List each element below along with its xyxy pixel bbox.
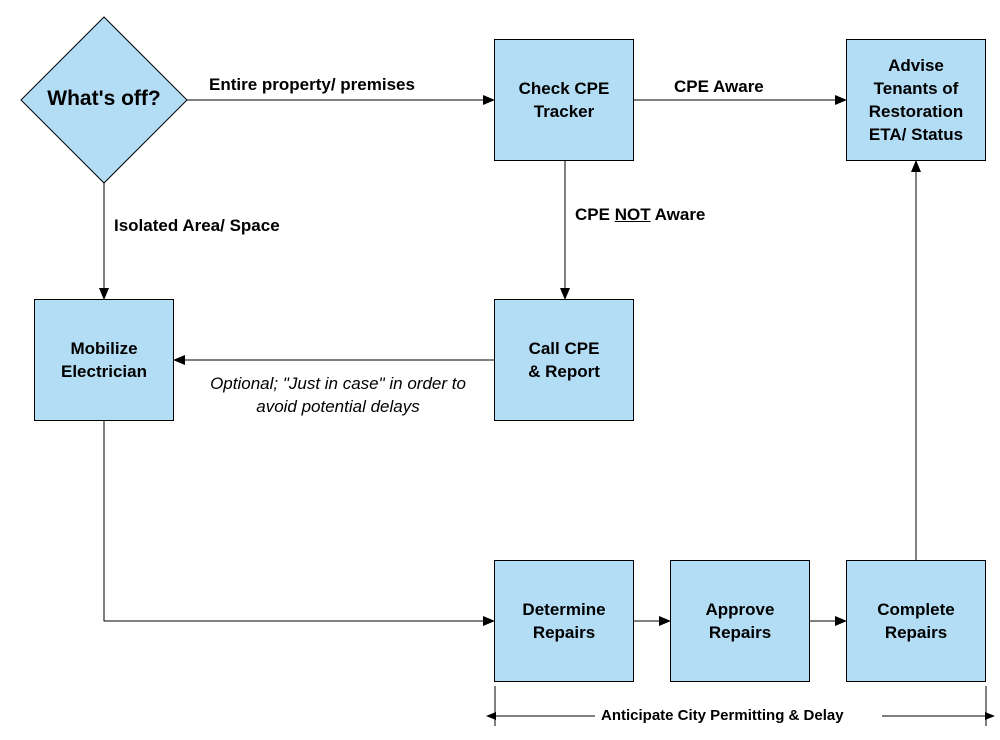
dimension-label-anticipate: Anticipate City Permitting & Delay <box>601 707 844 724</box>
advise-line2: Tenants of <box>873 79 959 98</box>
check-cpe-tracker-box: Check CPE Tracker <box>494 39 634 161</box>
edge-label-entire-property: Entire property/ premises <box>209 75 415 94</box>
advise-line1: Advise <box>888 56 944 75</box>
complete-line1: Complete <box>877 600 955 619</box>
check-cpe-line2: Tracker <box>533 102 595 121</box>
complete-repairs-box: Complete Repairs <box>846 560 986 682</box>
cpe-not-aware-pre: CPE <box>575 205 615 224</box>
arrow-mobilize-to-determine <box>103 421 495 626</box>
determine-line2: Repairs <box>532 623 596 642</box>
advise-tenants-box: Advise Tenants of Restoration ETA/ Statu… <box>846 39 986 161</box>
edge-label-isolated-area: Isolated Area/ Space <box>114 216 280 235</box>
edge-label-optional: Optional; "Just in case" in order to avo… <box>178 372 498 418</box>
optional-line2: avoid potential delays <box>256 397 420 416</box>
edge-label-cpe-not-aware: CPE NOT Aware <box>575 205 705 225</box>
edge-label-cpe-aware: CPE Aware <box>674 77 764 96</box>
call-cpe-line1: Call CPE <box>528 339 600 358</box>
whats-off-text: What's off? <box>47 87 161 110</box>
approve-line2: Repairs <box>708 623 772 642</box>
cpe-not-aware-not: NOT <box>614 205 651 224</box>
mobilize-line1: Mobilize <box>70 339 138 358</box>
mobilize-line2: Electrician <box>61 362 147 381</box>
call-cpe-report-box: Call CPE & Report <box>494 299 634 421</box>
advise-line4: ETA/ Status <box>868 125 964 144</box>
approve-line1: Approve <box>705 600 775 619</box>
whats-off-label: What's off? <box>24 87 184 111</box>
call-cpe-line2: & Report <box>528 362 600 381</box>
advise-line3: Restoration <box>868 102 964 121</box>
determine-line1: Determine <box>522 600 606 619</box>
optional-line1: Optional; "Just in case" in order to <box>210 374 466 393</box>
complete-line2: Repairs <box>884 623 948 642</box>
mobilize-electrician-box: Mobilize Electrician <box>34 299 174 421</box>
approve-repairs-box: Approve Repairs <box>670 560 810 682</box>
cpe-not-aware-post: Aware <box>650 205 706 224</box>
determine-repairs-box: Determine Repairs <box>494 560 634 682</box>
check-cpe-line1: Check CPE <box>518 79 610 98</box>
